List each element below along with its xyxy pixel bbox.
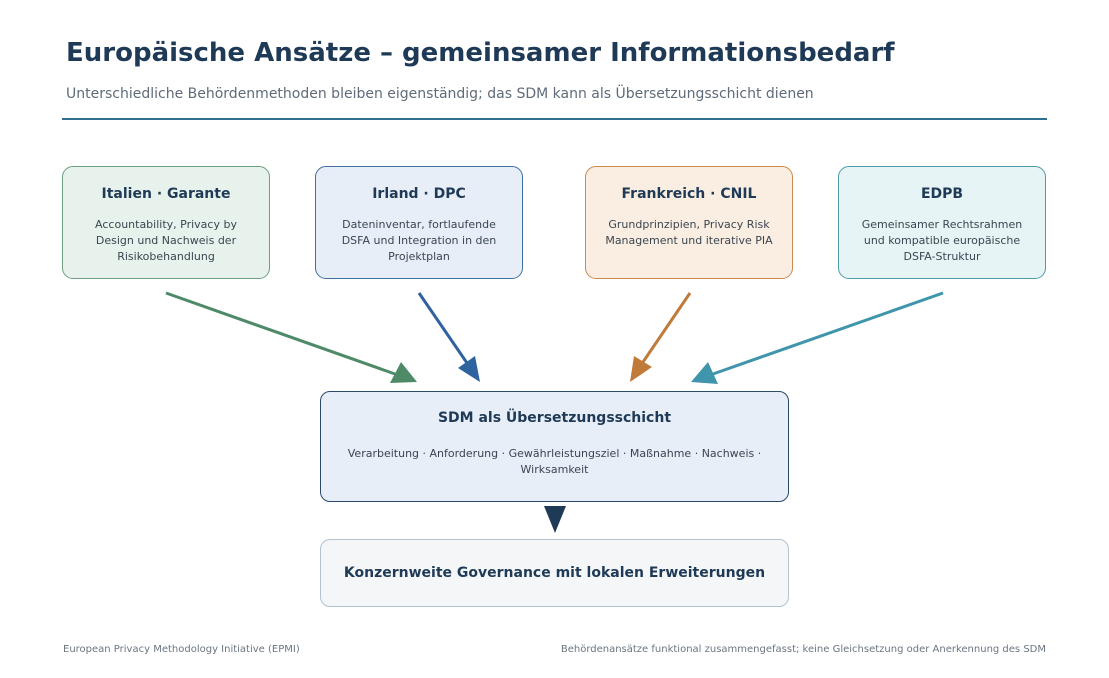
card-description: Gemeinsamer Rechtsrahmen und kompatible … bbox=[861, 218, 1023, 263]
arrow-down-to-governance bbox=[544, 506, 566, 533]
sdm-translation-layer-box: SDM als Übersetzungsschicht Verarbeitung… bbox=[320, 391, 789, 502]
governance-label: Konzernweite Governance mit lokalen Erwe… bbox=[343, 565, 766, 581]
card-italien-garante: Italien · Garante Accountability, Privac… bbox=[62, 166, 270, 279]
card-title: Italien · Garante bbox=[101, 186, 231, 202]
card-title: Frankreich · CNIL bbox=[621, 186, 757, 202]
card-frankreich-cnil: Frankreich · CNIL Grundprinzipien, Priva… bbox=[585, 166, 793, 279]
governance-box: Konzernweite Governance mit lokalen Erwe… bbox=[320, 539, 789, 607]
arrow-frankreich bbox=[630, 292, 692, 382]
sdm-title: SDM als Übersetzungsschicht bbox=[437, 410, 672, 426]
card-description: Grundprinzipien, Privacy Risk Management… bbox=[605, 218, 773, 247]
footer-note: Behördenansätze funktional zusammengefas… bbox=[560, 644, 1046, 655]
card-title: Irland · DPC bbox=[372, 186, 466, 202]
arrow-irland bbox=[417, 292, 480, 382]
footer-source: European Privacy Methodology Initiative … bbox=[63, 644, 300, 655]
page-title: Europäische Ansätze – gemeinsamer Inform… bbox=[66, 38, 895, 68]
card-irland-dpc: Irland · DPC Dateninventar, fortlaufende… bbox=[315, 166, 523, 279]
page-subtitle: Unterschiedliche Behördenmethoden bleibe… bbox=[66, 86, 814, 102]
arrow-edpb bbox=[691, 291, 944, 384]
sdm-description: Verarbeitung · Anforderung · Gewährleist… bbox=[347, 447, 762, 476]
card-title: EDPB bbox=[920, 186, 964, 202]
card-description: Accountability, Privacy by Design und Na… bbox=[95, 218, 237, 263]
header-divider bbox=[62, 118, 1047, 120]
card-description: Dateninventar, fortlaufende DSFA und Int… bbox=[341, 218, 497, 263]
card-edpb: EDPB Gemeinsamer Rechtsrahmen und kompat… bbox=[838, 166, 1046, 279]
arrow-italien bbox=[165, 291, 417, 383]
